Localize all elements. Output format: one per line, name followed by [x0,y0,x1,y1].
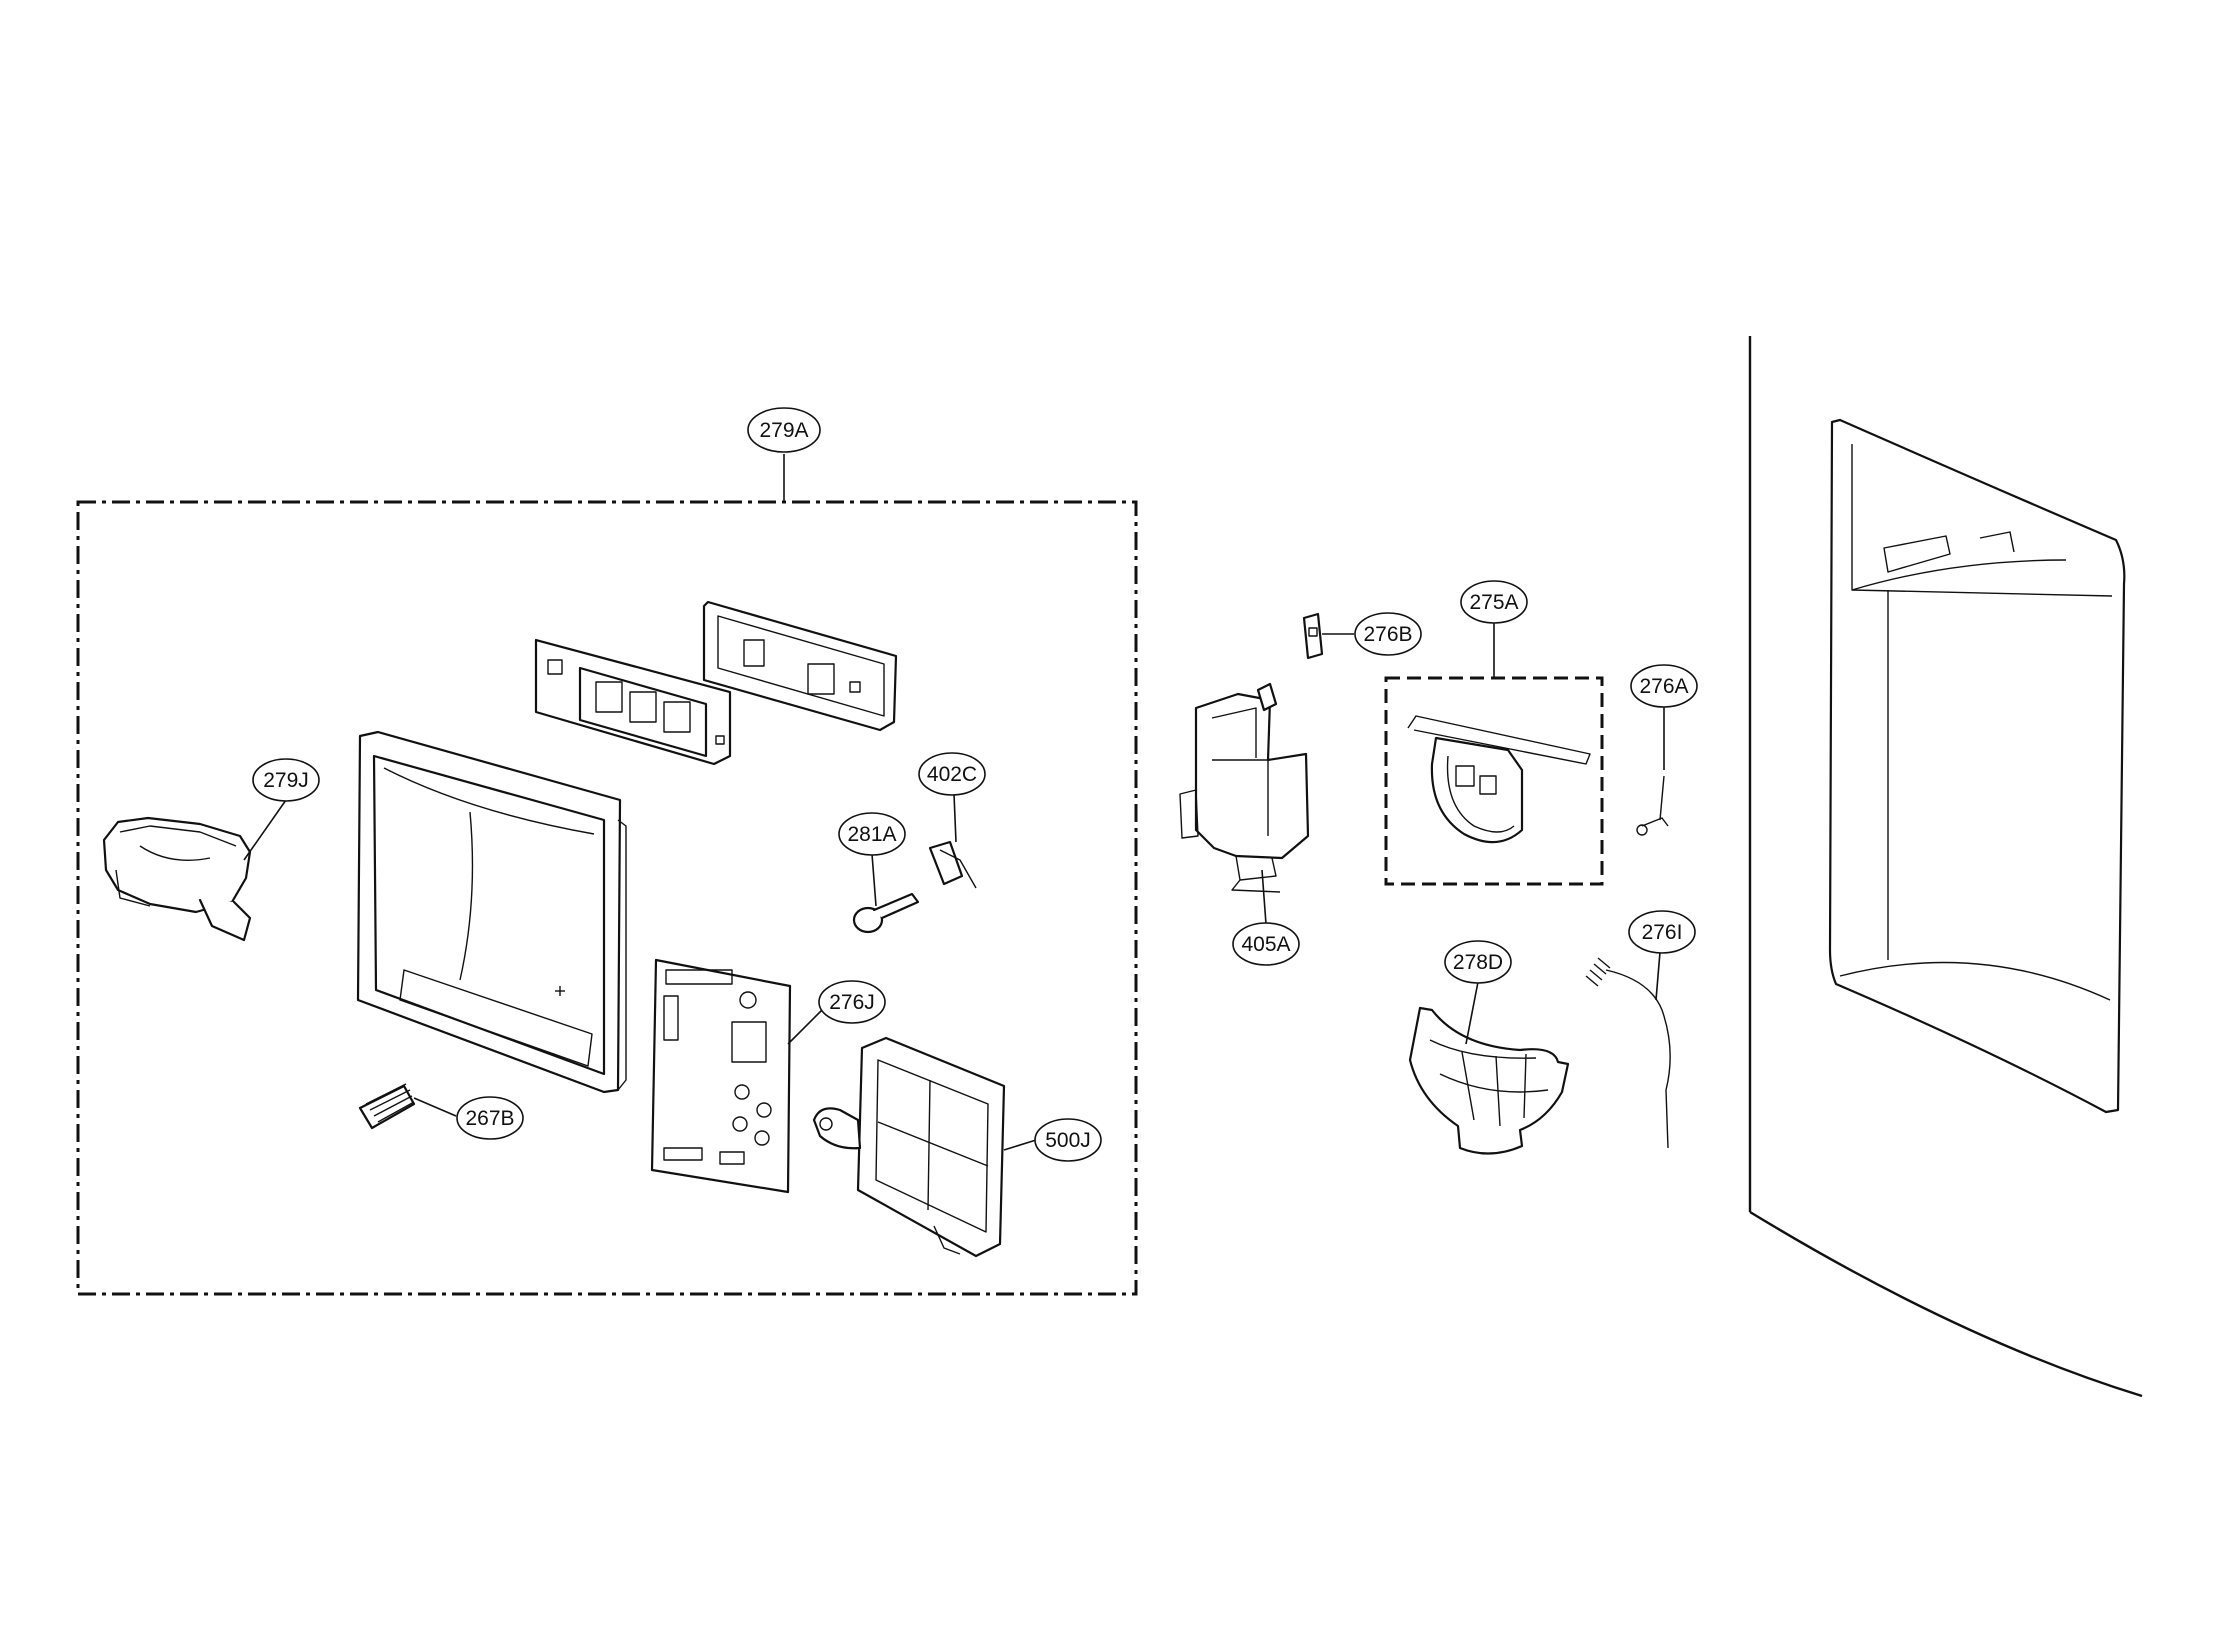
callout-281a[interactable]: 281A [838,812,906,856]
refrigerator-door-panel [1748,336,2143,1398]
callout-278d[interactable]: 278D [1444,940,1512,984]
part-276a-pin [1636,775,1669,836]
svg-text:267B: 267B [465,1107,514,1130]
callout-405a[interactable]: 405A [1232,922,1300,966]
svg-text:276I: 276I [1642,921,1683,944]
svg-text:276J: 276J [829,991,875,1014]
svg-text:278D: 278D [1453,951,1503,974]
display-board-left [534,638,732,766]
part-275a-flap [1407,715,1591,844]
part-276b-clip [1302,612,1324,660]
svg-text:276A: 276A [1639,675,1688,698]
svg-text:405A: 405A [1241,933,1290,956]
callout-279j[interactable]: 279J [252,758,320,802]
part-267b-spring [358,1083,416,1130]
display-board-right [702,600,898,732]
svg-text:281A: 281A [847,823,896,846]
part-278d-funnel [1408,1006,1570,1155]
part-279j [102,816,252,942]
dispenser-cover-frame [356,730,627,1094]
part-276j-pcb [650,958,792,1194]
callout-276j[interactable]: 276J [818,980,886,1024]
callout-276b[interactable]: 276B [1354,612,1422,656]
svg-text:276B: 276B [1363,623,1412,646]
part-402c [928,840,977,889]
callout-402c[interactable]: 402C [918,752,986,796]
callout-276a[interactable]: 276A [1630,664,1698,708]
svg-text:279J: 279J [263,769,309,792]
part-281a [852,892,920,934]
callout-500j[interactable]: 500J [1034,1118,1102,1162]
part-500j-bracket [812,1036,1006,1258]
callout-276i[interactable]: 276I [1628,910,1696,954]
assembly-279a-boundary [76,500,1138,1296]
svg-text:402C: 402C [927,763,977,786]
callout-275a[interactable]: 275A [1460,580,1528,624]
callout-267b[interactable]: 267B [456,1096,524,1140]
svg-text:279A: 279A [759,419,808,442]
svg-text:500J: 500J [1045,1129,1091,1152]
svg-text:275A: 275A [1469,591,1518,614]
part-405a-actuator [1179,682,1310,893]
callout-279a[interactable]: 279A [747,407,821,453]
part-276i-spring [1585,957,1671,1149]
